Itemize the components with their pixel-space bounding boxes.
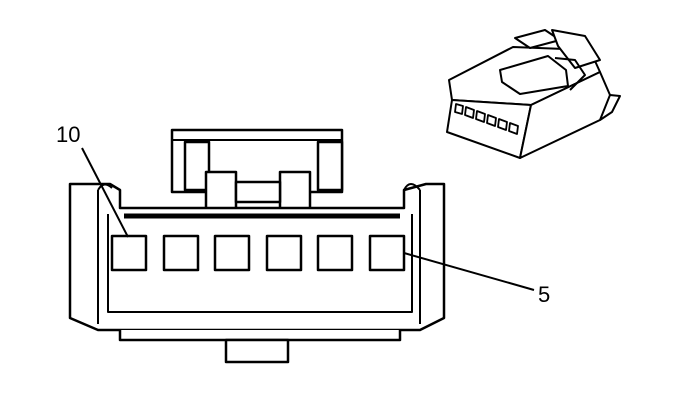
connector-isometric-view (446, 29, 621, 159)
connector-housing (68, 182, 446, 364)
isometric-cavities (454, 103, 519, 135)
leader-line-5 (403, 252, 535, 291)
terminal-cavities (110, 234, 406, 272)
leader-line-10 (81, 147, 129, 238)
cavity-10 (110, 234, 148, 272)
cavity-9 (162, 234, 200, 272)
cavity-6 (316, 234, 354, 272)
cavity-5 (368, 234, 406, 272)
cavity-8 (213, 234, 251, 272)
callout-label-10: 10 (56, 122, 80, 147)
callout-label-5: 5 (538, 282, 550, 307)
cavity-7 (265, 234, 303, 272)
locking-latch (170, 128, 344, 222)
callouts: 10 5 (56, 122, 550, 307)
connector-front-view (68, 128, 446, 364)
